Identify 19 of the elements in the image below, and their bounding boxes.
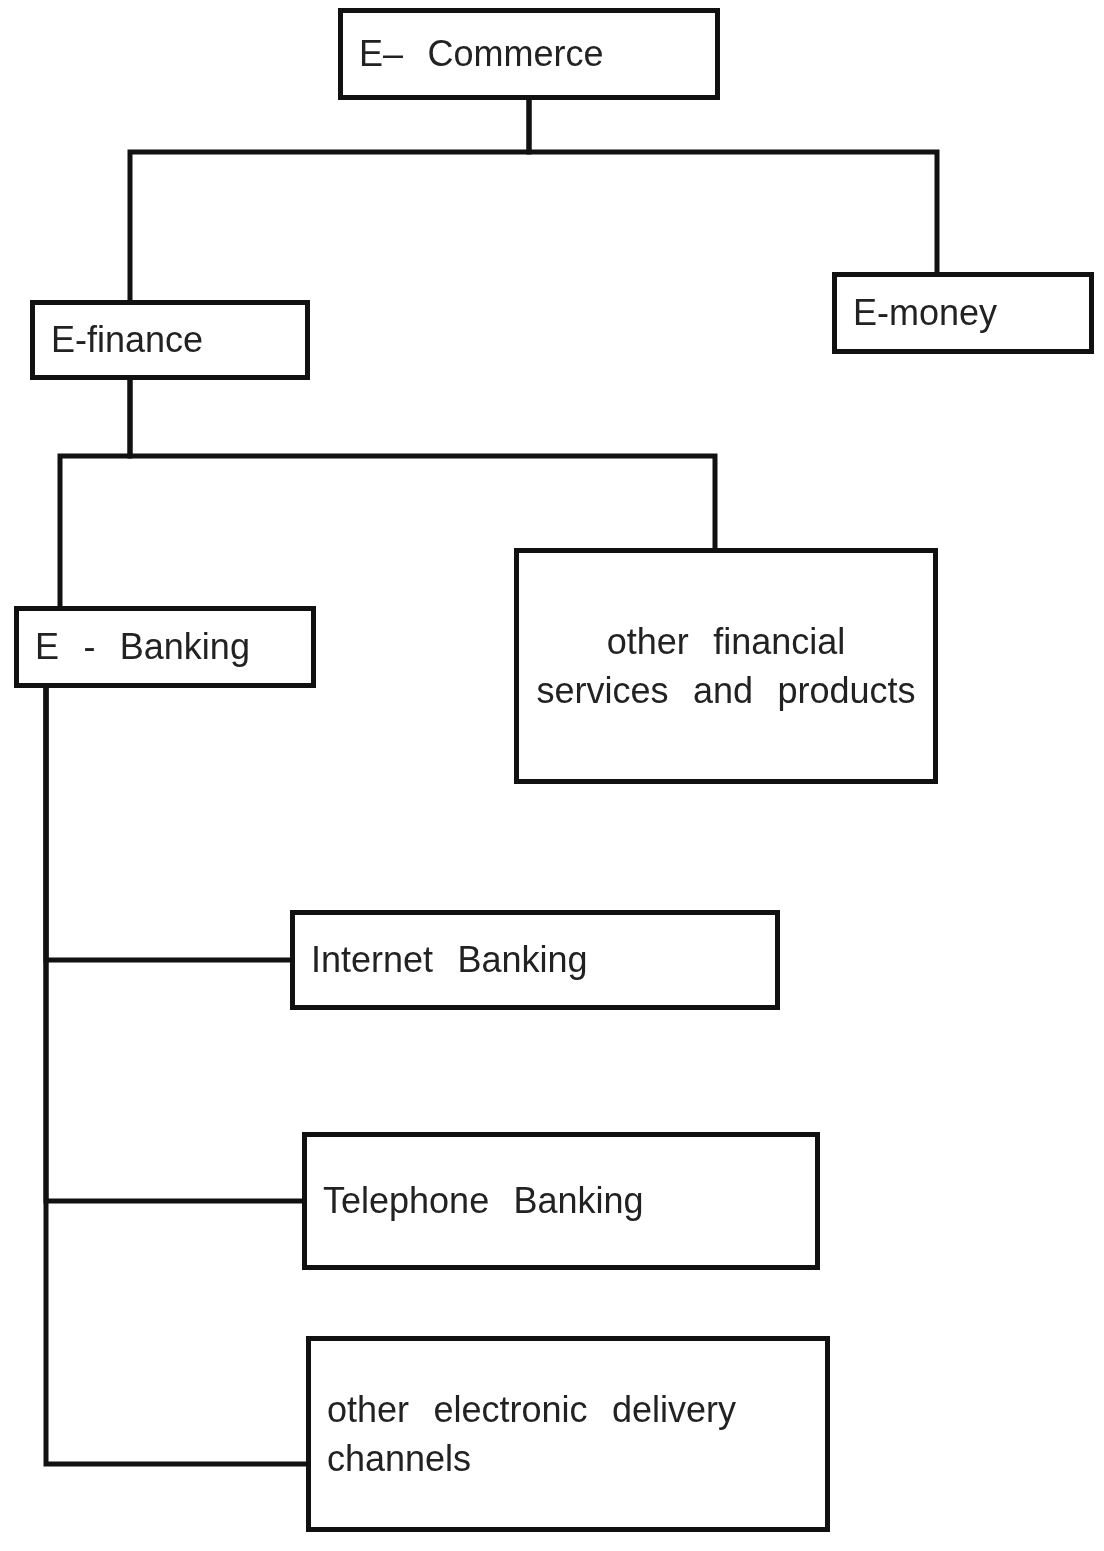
process-box: [14, 606, 316, 688]
connector-line: [127, 380, 718, 548]
process-box: [30, 300, 310, 380]
process-box: [832, 272, 1094, 354]
box-label: E-money: [853, 291, 998, 336]
connector-line: [526, 100, 940, 272]
process-box: [306, 1336, 830, 1532]
process-box: [338, 8, 720, 100]
process-box: [302, 1132, 820, 1270]
box-label: other financial services and products: [535, 619, 917, 713]
process-box: [514, 548, 938, 784]
box-label: E– Commerce: [359, 32, 604, 77]
box-label: Telephone Banking: [323, 1179, 644, 1224]
box-label: E - Banking: [35, 625, 250, 670]
box-label: Internet Banking: [311, 938, 588, 983]
box-label: E-finance: [51, 318, 204, 363]
connector-line: [43, 688, 306, 1467]
process-box: [290, 910, 780, 1010]
box-label: other electronic delivery channels: [327, 1387, 737, 1481]
